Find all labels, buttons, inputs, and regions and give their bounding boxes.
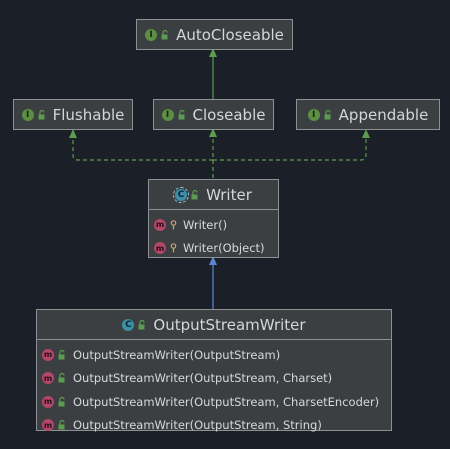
interface-icon: I [21, 108, 34, 121]
member-row[interactable]: m Writer(Object) [149, 237, 278, 261]
member-label: OutputStreamWriter(OutputStream, Charset… [73, 371, 333, 386]
writer-title: Writer [206, 185, 252, 204]
public-lock-icon [58, 420, 67, 430]
member-row[interactable]: m Writer() [149, 213, 278, 237]
autocloseable-header: I AutoCloseable [137, 20, 292, 49]
public-lock-icon [138, 319, 147, 330]
closeable-title: Closeable [192, 105, 266, 124]
member-label: OutputStreamWriter(OutputStream, Charset… [73, 394, 380, 409]
interface-icon: I [161, 108, 174, 121]
outputstreamwriter-node[interactable]: C OutputStreamWriter m OutputStreamWrite… [36, 309, 392, 432]
appendable-node[interactable]: I Appendable [296, 99, 440, 130]
member-row[interactable]: m OutputStreamWriter(OutputStream, Chars… [37, 367, 391, 391]
method-icon: m [42, 372, 54, 385]
appendable-header: I Appendable [297, 100, 439, 129]
interface-icon: I [307, 108, 320, 121]
method-icon: m [154, 218, 166, 231]
member-row[interactable]: m OutputStreamWriter(OutputStream) [37, 343, 391, 367]
protected-key-icon [170, 219, 177, 230]
member-label: Writer(Object) [183, 241, 265, 256]
public-lock-icon [178, 109, 187, 120]
flushable-header: I Flushable [14, 100, 132, 129]
abstract-class-icon: C [173, 186, 190, 203]
writer-members: m Writer() m Writer(Object) [149, 209, 278, 264]
public-lock-icon [58, 349, 67, 360]
edge-writer-flushable [69, 129, 213, 161]
member-label: OutputStreamWriter(OutputStream) [73, 347, 281, 362]
method-icon: m [42, 419, 54, 432]
public-lock-icon [324, 109, 333, 120]
class-icon: C [122, 318, 135, 331]
writer-node[interactable]: C Writer m Writer() m Writer(Object) [148, 179, 279, 258]
interface-icon: I [145, 28, 158, 41]
autocloseable-title: AutoCloseable [176, 25, 284, 44]
outputstreamwriter-header: C OutputStreamWriter [37, 310, 391, 339]
member-row[interactable]: m OutputStreamWriter(OutputStream, Strin… [37, 414, 391, 438]
appendable-title: Appendable [338, 105, 429, 124]
protected-key-icon [170, 243, 177, 253]
writer-header: C Writer [149, 180, 278, 209]
outputstreamwriter-title: OutputStreamWriter [153, 315, 306, 334]
outputstreamwriter-members: m OutputStreamWriter(OutputStream) m Out… [37, 339, 391, 441]
member-label: OutputStreamWriter(OutputStream, String) [73, 418, 322, 433]
flushable-title: Flushable [52, 105, 125, 124]
autocloseable-node[interactable]: I AutoCloseable [136, 19, 293, 50]
edge-writer-appendable [213, 129, 370, 161]
member-label: Writer() [183, 217, 228, 232]
public-lock-icon [58, 396, 67, 407]
public-lock-icon [191, 189, 200, 200]
public-lock-icon [38, 109, 47, 120]
public-lock-icon [161, 29, 170, 40]
public-lock-icon [58, 373, 67, 383]
method-icon: m [42, 348, 54, 361]
closeable-header: I Closeable [154, 100, 273, 129]
method-icon: m [42, 395, 54, 408]
member-row[interactable]: m OutputStreamWriter(OutputStream, Chars… [37, 390, 391, 414]
closeable-node[interactable]: I Closeable [153, 99, 274, 130]
flushable-node[interactable]: I Flushable [13, 99, 133, 130]
method-icon: m [154, 242, 166, 255]
